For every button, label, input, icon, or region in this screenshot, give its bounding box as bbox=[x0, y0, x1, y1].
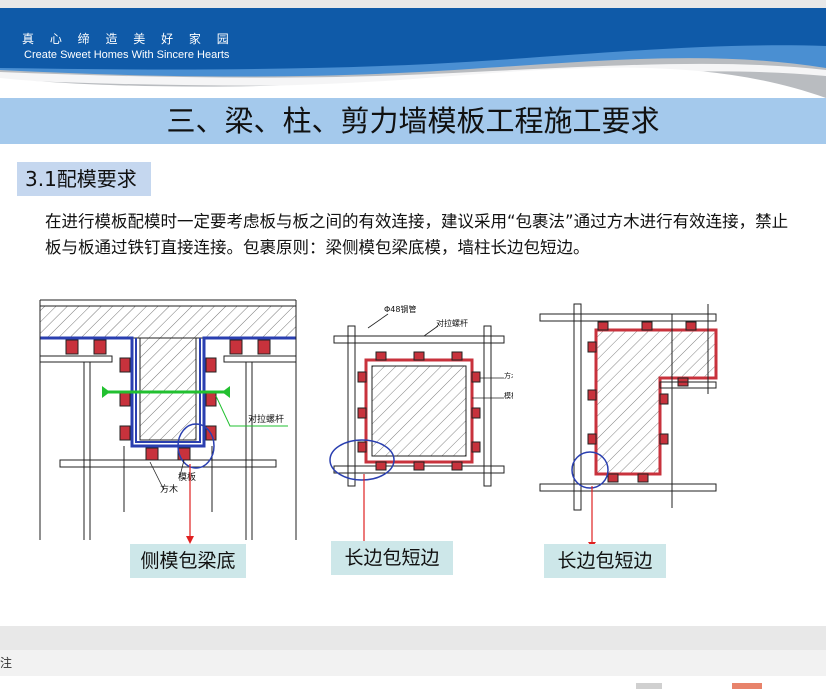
notes-pane[interactable] bbox=[0, 650, 826, 676]
slideshow-button[interactable] bbox=[732, 683, 762, 689]
body-paragraph: 在进行模板配模时一定要考虑板与板之间的有效连接，建议采用“包裹法”通过方木进行有… bbox=[45, 212, 789, 257]
notes-label: 注 bbox=[0, 656, 13, 670]
banner-dark-swoosh bbox=[0, 8, 826, 70]
label-template: 模板 bbox=[178, 471, 196, 483]
title-bar: 三、梁、柱、剪力墙模板工程施工要求 bbox=[0, 98, 826, 144]
banner-slogan-en: Create Sweet Homes With Sincere Hearts bbox=[24, 49, 230, 61]
label-timber: 方木 bbox=[160, 483, 178, 495]
beam-formwork-diagram: 对拉螺杆 模板 方木 bbox=[39, 299, 297, 544]
status-bar bbox=[0, 676, 826, 689]
header-banner bbox=[0, 8, 826, 98]
slide-title: 三、梁、柱、剪力墙模板工程施工要求 bbox=[166, 104, 660, 138]
view-button[interactable] bbox=[636, 683, 662, 689]
label-bolt: 对拉螺杆 bbox=[248, 413, 284, 425]
slide: 真 心 缔 造 美 好 家 园 Create Sweet Homes With … bbox=[0, 8, 826, 626]
section-heading: 3.1配模要求 bbox=[17, 162, 151, 196]
caption-beam: 侧模包梁底 bbox=[130, 544, 246, 578]
label-timber-2: 方木 bbox=[504, 371, 513, 380]
caption-column: 长边包短边 bbox=[331, 541, 453, 575]
label-pipe: Φ48钢管 bbox=[384, 304, 416, 314]
label-template-2: 模板 bbox=[504, 391, 513, 400]
column-formwork-diagram: Φ48钢管 对拉螺杆 方木 模板 bbox=[329, 304, 513, 548]
caption-wall: 长边包短边 bbox=[544, 544, 666, 578]
wall-formwork-diagram bbox=[539, 303, 718, 548]
label-bolt-2: 对拉螺杆 bbox=[436, 318, 468, 328]
banner-slogan-cn: 真 心 缔 造 美 好 家 园 bbox=[22, 32, 235, 46]
